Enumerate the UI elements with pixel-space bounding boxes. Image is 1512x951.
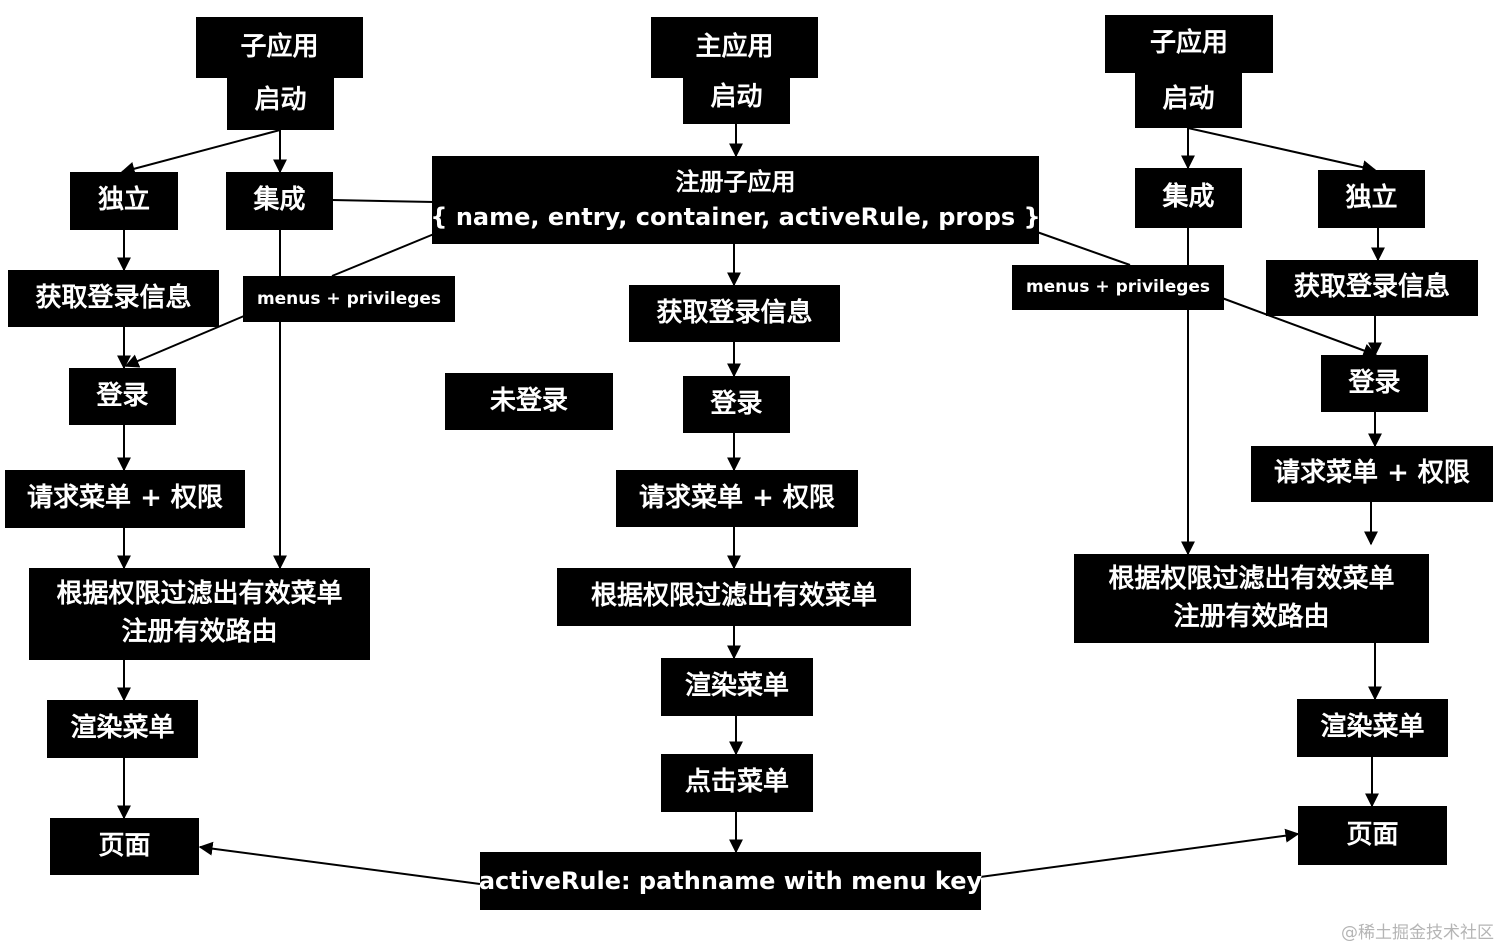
center-start-label: 启动	[710, 82, 763, 113]
right-get-login-info-label: 获取登录信息	[1293, 272, 1450, 303]
right-integrated-label: 集成	[1162, 182, 1215, 213]
register-subapp-line1: 注册子应用	[675, 168, 796, 197]
arrow-right-start-independent	[1187, 127, 1377, 175]
right-integrated-node: 集成	[1135, 168, 1242, 228]
right-request-menu-label: 请求菜单 + 权限	[1274, 458, 1470, 489]
left-get-login-info-label: 获取登录信息	[35, 282, 192, 313]
right-subapp-label: 子应用	[1149, 28, 1228, 59]
left-independent-node: 独立	[70, 172, 178, 230]
watermark: @稀土掘金技术社区	[1341, 923, 1494, 943]
left-independent-label: 独立	[97, 185, 150, 216]
line-left-menus-login	[124, 315, 245, 368]
center-render-menu-node: 渲染菜单	[661, 658, 813, 716]
right-page-node: 页面	[1298, 806, 1447, 865]
arrow-active-right-page	[979, 828, 1300, 878]
active-rule-node: activeRule: pathname with menu key	[478, 852, 983, 910]
line-register-left-menus	[331, 233, 435, 277]
center-get-login-info-label: 获取登录信息	[656, 297, 813, 328]
right-render-menu-label: 渲染菜单	[1320, 712, 1425, 743]
left-integrated-label: 集成	[253, 185, 306, 216]
left-start-label: 启动	[254, 85, 307, 116]
right-request-menu-node: 请求菜单 + 权限	[1251, 446, 1493, 502]
arrow-left-start-independent	[120, 129, 281, 176]
right-start-label: 启动	[1162, 84, 1215, 115]
center-filter-label: 根据权限过滤出有效菜单	[590, 581, 877, 612]
left-start-node: 启动	[227, 72, 334, 130]
right-menus-privileges-node: menus + privileges	[1012, 265, 1224, 310]
center-login-label: 登录	[710, 388, 763, 419]
right-subapp-title: 子应用	[1105, 15, 1273, 73]
line-register-right-menus	[1036, 231, 1131, 266]
left-request-menu-label: 请求菜单 + 权限	[27, 483, 223, 514]
left-login-label: 登录	[96, 380, 149, 411]
left-subapp-title: 子应用	[196, 17, 363, 78]
left-get-login-info-node: 获取登录信息	[8, 270, 219, 327]
left-login-node: 登录	[69, 368, 176, 425]
right-login-node: 登录	[1321, 355, 1428, 412]
arrow-active-left-page	[198, 841, 481, 885]
left-subapp-label: 子应用	[240, 31, 319, 62]
right-independent-label: 独立	[1345, 183, 1398, 214]
left-filter-line2: 注册有效路由	[121, 617, 278, 647]
left-request-menu-node: 请求菜单 + 权限	[5, 470, 245, 528]
right-render-menu-node: 渲染菜单	[1297, 699, 1448, 757]
left-filter-line1: 根据权限过滤出有效菜单	[56, 579, 343, 610]
center-request-menu-node: 请求菜单 + 权限	[616, 470, 858, 527]
left-render-menu-node: 渲染菜单	[47, 700, 198, 758]
left-page-node: 页面	[50, 818, 199, 875]
not-logged-in-node: 未登录	[445, 373, 613, 430]
center-mainapp-title: 主应用	[651, 17, 818, 78]
right-filter-node: 根据权限过滤出有效菜单 注册有效路由	[1074, 554, 1429, 643]
left-menus-privileges-node: menus + privileges	[243, 276, 455, 322]
active-rule-label: activeRule: pathname with menu key	[478, 866, 983, 895]
register-subapp-node: 注册子应用 { name, entry, container, activeRu…	[430, 156, 1041, 244]
click-menu-node: 点击菜单	[661, 754, 813, 812]
right-get-login-info-node: 获取登录信息	[1266, 260, 1478, 316]
center-login-node: 登录	[683, 376, 790, 433]
center-start-node: 启动	[683, 72, 790, 124]
center-mainapp-label: 主应用	[695, 31, 774, 62]
line-right-menus-login	[1221, 297, 1378, 358]
right-login-label: 登录	[1348, 367, 1401, 398]
right-page-label: 页面	[1346, 819, 1399, 850]
register-subapp-line2: { name, entry, container, activeRule, pr…	[430, 203, 1041, 231]
not-logged-in-label: 未登录	[489, 385, 568, 416]
right-independent-node: 独立	[1318, 170, 1425, 228]
right-start-node: 启动	[1135, 72, 1242, 128]
line-register-left-integrated	[331, 199, 435, 203]
right-menus-privileges-label: menus + privileges	[1025, 277, 1211, 298]
center-filter-node: 根据权限过滤出有效菜单	[557, 568, 911, 626]
left-filter-node: 根据权限过滤出有效菜单 注册有效路由	[29, 568, 370, 660]
right-filter-line2: 注册有效路由	[1173, 601, 1330, 632]
left-integrated-node: 集成	[226, 172, 333, 230]
center-render-menu-label: 渲染菜单	[684, 671, 789, 702]
left-page-label: 页面	[98, 830, 151, 861]
left-render-menu-label: 渲染菜单	[70, 713, 175, 744]
center-request-menu-label: 请求菜单 + 权限	[639, 482, 835, 513]
right-filter-line1: 根据权限过滤出有效菜单	[1108, 563, 1395, 594]
click-menu-label: 点击菜单	[684, 767, 789, 798]
left-menus-privileges-label: menus + privileges	[256, 288, 442, 309]
center-get-login-info-node: 获取登录信息	[629, 285, 840, 342]
